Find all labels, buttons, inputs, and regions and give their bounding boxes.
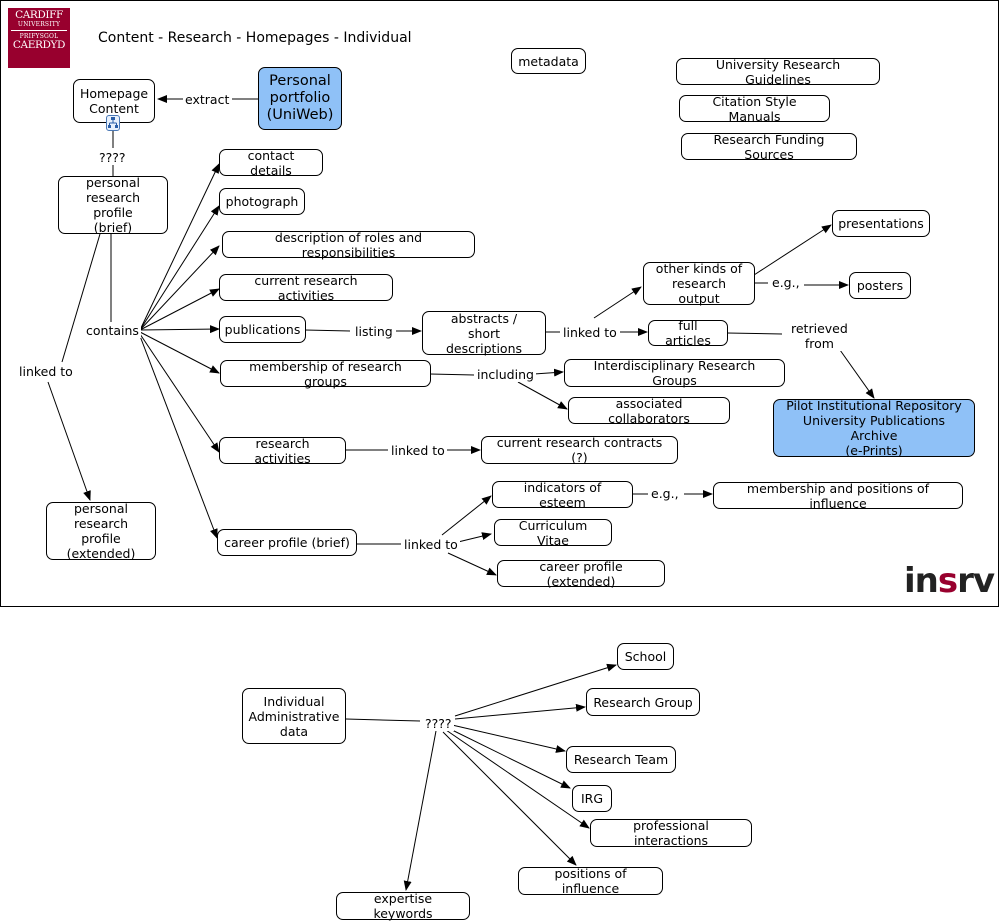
node-curriculum-vitae[interactable]: Curriculum Vitae: [494, 518, 612, 548]
node-university-research-guidelines[interactable]: University Research Guidelines: [676, 57, 880, 87]
node-roles-responsibilities[interactable]: description of roles and responsibilitie…: [222, 230, 475, 260]
node-career-profile-extended[interactable]: career profile (extended): [497, 559, 665, 589]
node-abstracts[interactable]: abstracts / short descriptions: [422, 311, 546, 356]
link-label-unknown-admin: ????: [423, 716, 454, 731]
link-label-listing: listing: [353, 324, 395, 339]
link-label-retrieved-from: retrieved from: [789, 321, 850, 351]
node-publications[interactable]: publications: [219, 316, 306, 343]
link-label-extract: extract: [183, 92, 232, 107]
node-indicators-of-esteem[interactable]: indicators of esteem: [492, 480, 633, 510]
node-personal-portfolio[interactable]: Personal portfolio (UniWeb): [258, 67, 342, 130]
node-full-articles[interactable]: full articles: [648, 318, 728, 348]
node-irg[interactable]: IRG: [572, 785, 612, 812]
node-metadata[interactable]: metadata: [511, 48, 586, 74]
node-contact-details[interactable]: contact details: [219, 148, 323, 178]
link-label-linked-to-abstracts: linked to: [561, 325, 619, 340]
link-label-linked-to-career: linked to: [402, 537, 460, 552]
link-label-contains: contains: [84, 323, 141, 338]
link-label-linked-to-activities: linked to: [389, 443, 447, 458]
node-professional-interactions[interactable]: professional interactions: [590, 818, 752, 848]
link-label-eg-esteem: e.g.,: [649, 486, 681, 501]
node-associated-collaborators[interactable]: associated collaborators: [568, 396, 730, 426]
node-presentations[interactable]: presentations: [832, 210, 930, 237]
insrv-logo: insrv: [904, 561, 995, 601]
node-interdisciplinary-research-groups[interactable]: Interdisciplinary Research Groups: [564, 358, 785, 388]
node-institutional-repository[interactable]: Pilot Institutional Repository Universit…: [773, 398, 975, 458]
map-frame: [0, 0, 999, 607]
node-membership-positions-influence[interactable]: membership and positions of influence: [713, 481, 963, 511]
node-expertise-keywords[interactable]: expertise keywords: [336, 891, 470, 921]
node-membership-research-groups[interactable]: membership of research groups: [220, 359, 431, 389]
cardiff-university-logo: CARDIFF UNIVERSITY PRIFYSGOL CAERDYD: [8, 8, 70, 68]
node-research-activities[interactable]: research activities: [219, 436, 346, 466]
hierarchy-icon[interactable]: [106, 115, 120, 131]
node-research-funding-sources[interactable]: Research Funding Sources: [681, 132, 857, 162]
node-current-research-contracts[interactable]: current research contracts (?): [481, 435, 678, 465]
node-administrative-data[interactable]: Individual Administrative data: [242, 688, 346, 744]
node-homepage-content[interactable]: Homepage Content: [73, 79, 155, 123]
node-profile-brief[interactable]: personal research profile (brief): [58, 175, 168, 235]
link-label-including: including: [475, 367, 536, 382]
link-label-linked-to-left: linked to: [17, 364, 75, 379]
node-citation-style-manuals[interactable]: Citation Style Manuals: [679, 94, 830, 124]
node-other-research-output[interactable]: other kinds of research output: [643, 261, 755, 306]
node-research-team[interactable]: Research Team: [566, 746, 676, 773]
node-profile-extended[interactable]: personal research profile (extended): [46, 501, 156, 561]
node-research-group[interactable]: Research Group: [586, 688, 700, 716]
node-photograph[interactable]: photograph: [219, 188, 305, 215]
node-career-profile-brief[interactable]: career profile (brief): [217, 529, 357, 556]
node-posters[interactable]: posters: [849, 272, 911, 299]
node-school[interactable]: School: [617, 643, 674, 670]
page-title: Content - Research - Homepages - Individ…: [98, 30, 412, 46]
node-current-research-activities[interactable]: current research activities: [219, 273, 393, 303]
link-label-unknown-top: ????: [97, 150, 128, 165]
link-label-eg-output: e.g.,: [770, 275, 802, 290]
node-positions-of-influence[interactable]: positions of influence: [518, 866, 663, 896]
